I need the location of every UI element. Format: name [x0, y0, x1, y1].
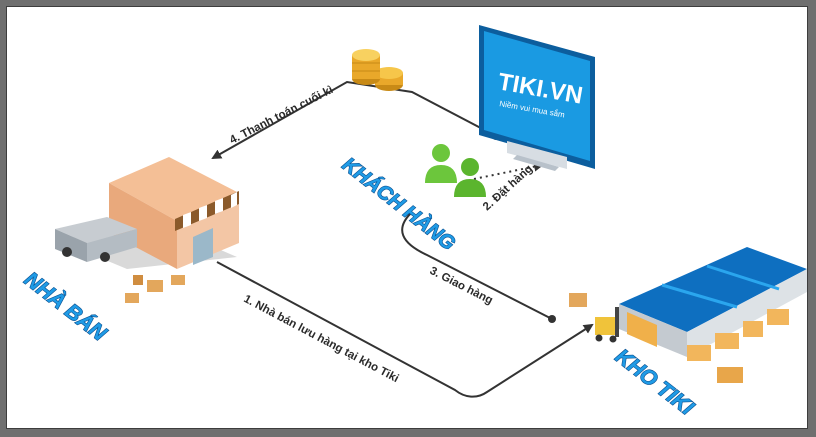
seller-label: NHÀ BÁN — [20, 268, 111, 346]
step3-label: 3. Giao hàng — [428, 265, 495, 307]
storage-arrow — [216, 261, 594, 398]
forklift-icon — [569, 293, 619, 343]
pallet-icon — [687, 309, 789, 383]
coins-icon — [352, 49, 403, 91]
step1-label: 1. Nhà bán lưu hàng tại kho Tiki — [242, 293, 401, 385]
payment-arrow — [211, 80, 500, 159]
delivery-arrow — [401, 212, 556, 323]
monitor-icon — [479, 25, 595, 171]
warehouse-icon — [619, 247, 807, 357]
step2-label: 2. Đặt hàng — [481, 163, 535, 213]
customer-icon — [425, 144, 486, 197]
step4-label: 4. Thanh toán cuối kì — [228, 84, 335, 147]
flow-diagram: TIKI.VN Niềm vui mua sắm — [19, 25, 807, 421]
boxes-icon — [125, 275, 185, 303]
diagram-canvas: TIKI.VN Niềm vui mua sắm — [6, 6, 808, 429]
van-icon — [55, 217, 137, 262]
